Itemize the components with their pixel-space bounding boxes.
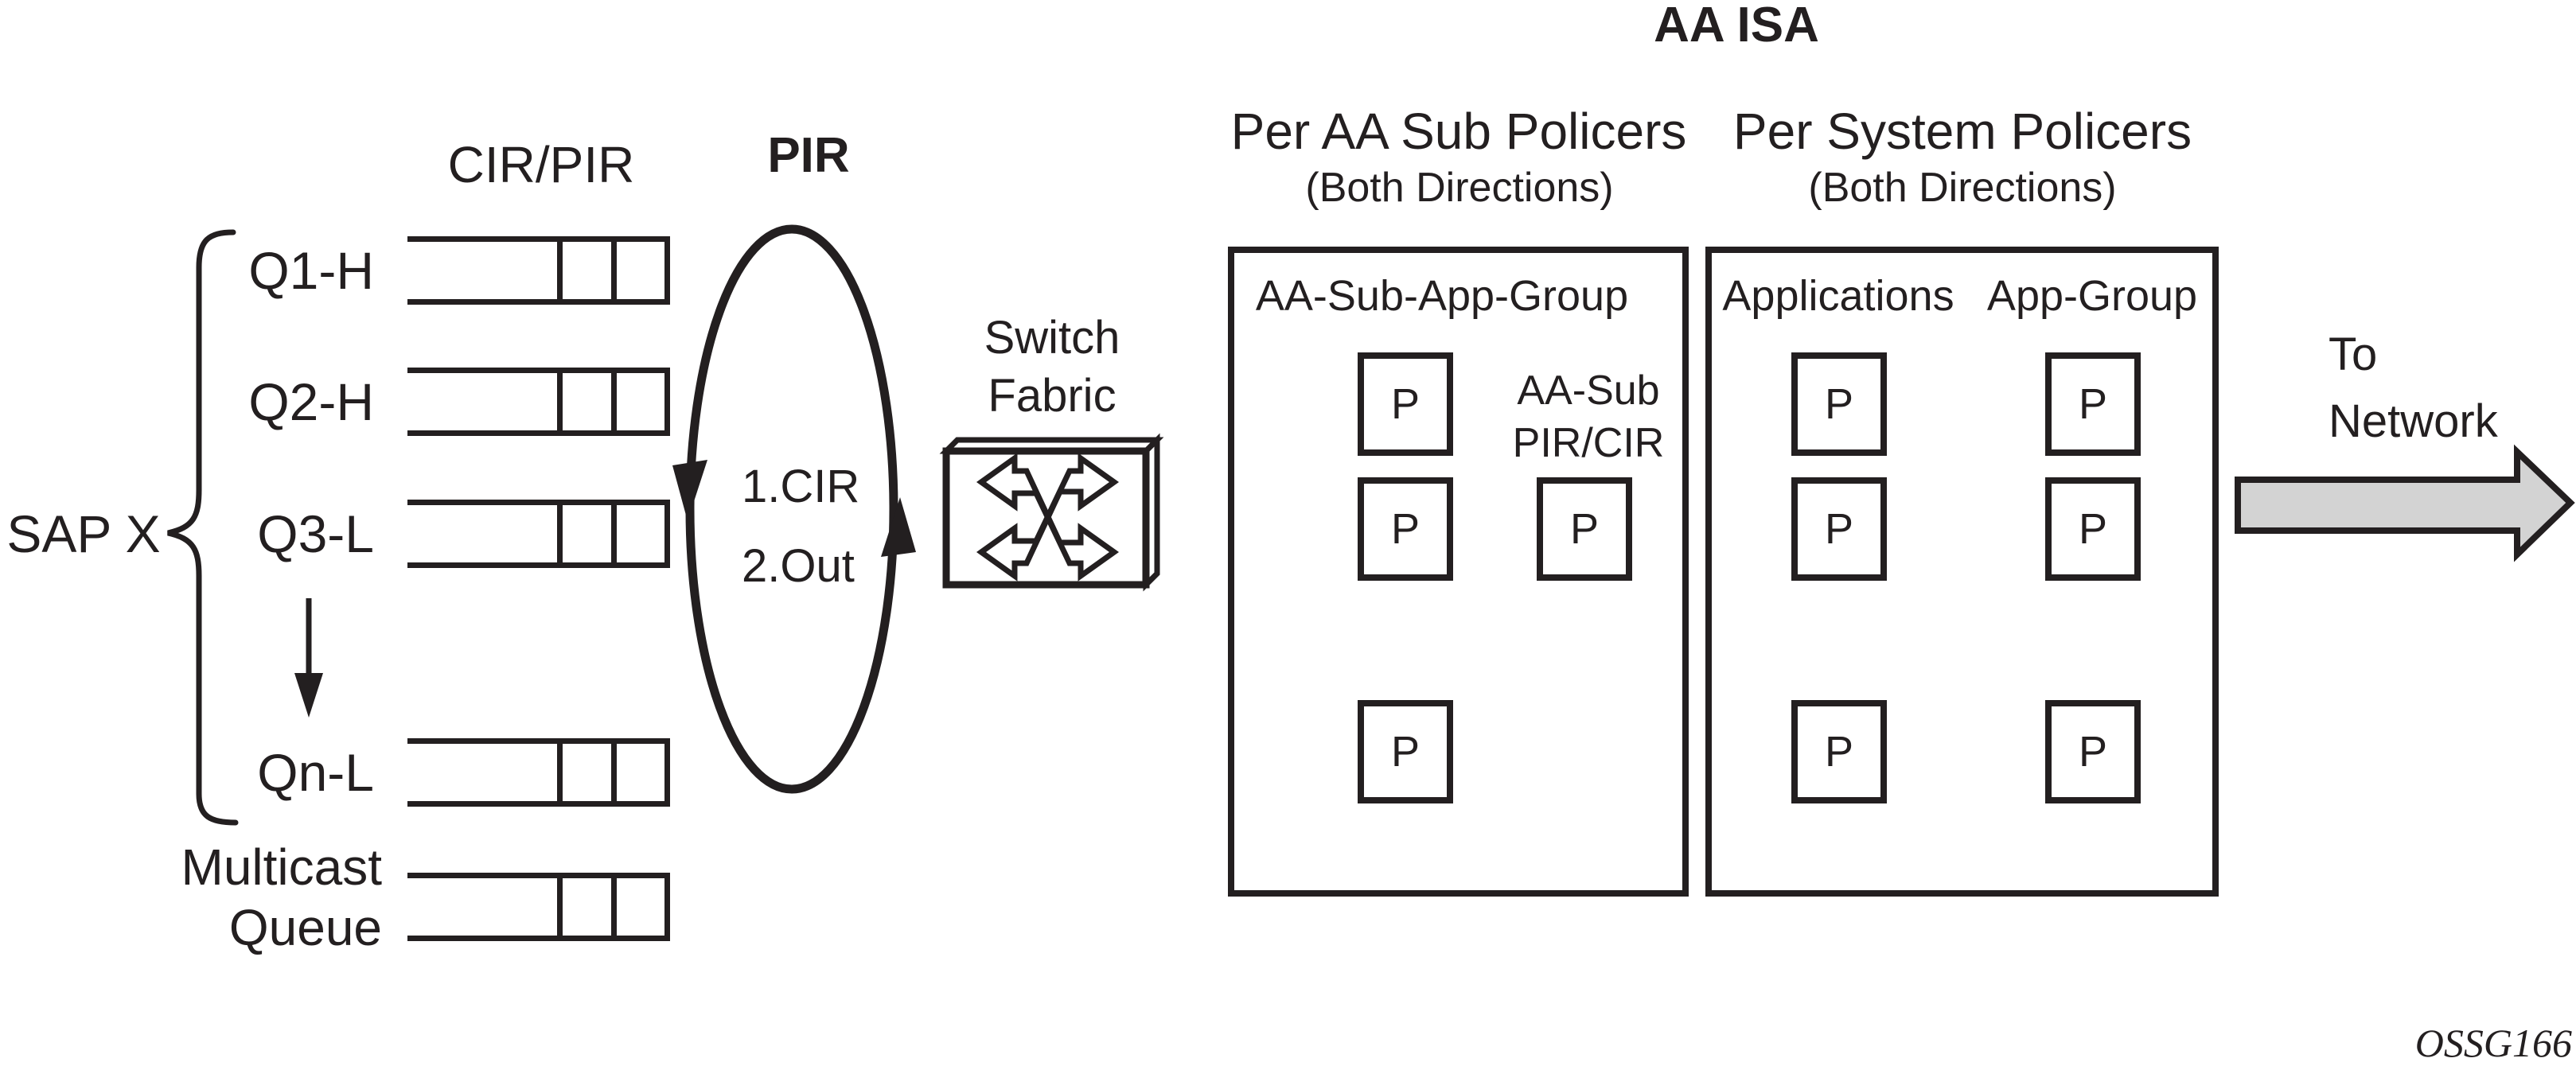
sub-policer-p-1: P <box>1358 352 1453 456</box>
queue-label-q3: Q3-L <box>257 504 374 563</box>
applications-column-label: Applications <box>1722 272 1954 320</box>
queue-cell-divider <box>557 505 563 562</box>
aa-sub-label-line1: AA-Sub <box>1517 368 1660 414</box>
sub-policer-p-aggregate: P <box>1358 700 1453 803</box>
scheduler-step-1: 1.CIR <box>742 461 860 512</box>
aa-sub-app-group-label: AA-Sub-App-Group <box>1255 272 1629 320</box>
aa-sub-label-line2: PIR/CIR <box>1512 420 1665 466</box>
system-policers-heading: Per System Policers <box>1732 103 2192 160</box>
figure-id: OSSG166 <box>2414 1021 2572 1065</box>
app-group-policer-p-2: P <box>2045 477 2141 581</box>
diagram-title: AA ISA <box>1654 0 1819 53</box>
app-group-policer-p-1: P <box>2045 352 2141 456</box>
policer-p-label: P <box>2078 380 2108 428</box>
queue-cell-divider <box>557 744 563 801</box>
queue-rect-multicast <box>407 873 670 941</box>
queue-label-q1: Q1-H <box>248 241 374 300</box>
policer-p-label: P <box>1824 505 1854 553</box>
policer-p-label: P <box>1569 505 1600 553</box>
sap-brace <box>167 229 239 826</box>
applications-policer-p-1: P <box>1791 352 1887 456</box>
sub-policer-p-2: P <box>1358 477 1453 581</box>
queue-cell-divider <box>611 373 617 430</box>
applications-policer-p-aggregate: P <box>1791 700 1887 803</box>
pir-loop-down-arrowhead <box>672 460 707 521</box>
pir-loop-up-arrowhead <box>881 497 916 557</box>
switch-fabric-label-line1: Switch <box>984 312 1120 364</box>
queue-label-q2: Q2-H <box>248 372 374 431</box>
app-group-policer-p-aggregate: P <box>2045 700 2141 803</box>
sub-policers-heading: Per AA Sub Policers <box>1230 103 1687 160</box>
queue-cell-divider <box>611 878 617 936</box>
queue-cell-divider <box>557 878 563 936</box>
switch-fabric-icon <box>939 433 1164 592</box>
to-network-label-line1: To <box>2329 329 2378 380</box>
aa-sub-pir-cir-policer-p: P <box>1537 477 1632 581</box>
policer-p-label: P <box>2078 505 2108 553</box>
pir-label: PIR <box>767 128 850 183</box>
pir-loop-icon <box>672 224 916 794</box>
app-group-column-label: App-Group <box>1986 272 2198 320</box>
to-network-arrow-icon <box>2235 444 2575 562</box>
aa-sub-pir-cir-label: AA-Sub PIR/CIR <box>1469 364 1708 469</box>
policer-p-label: P <box>1390 380 1421 428</box>
policer-p-label: P <box>1390 505 1421 553</box>
queue-cell-divider <box>611 242 617 299</box>
to-network-label: To Network <box>2329 321 2498 455</box>
queue-ellipsis-arrow-icon <box>294 598 323 718</box>
queue-cell-divider <box>611 744 617 801</box>
policer-p-label: P <box>1824 380 1854 428</box>
queue-cell-divider <box>557 242 563 299</box>
system-policers-subheading: (Both Directions) <box>1808 165 2117 211</box>
sap-label: SAP X <box>6 504 161 563</box>
scheduler-step-2: 2.Out <box>742 540 855 592</box>
queue-label-qn: Qn-L <box>257 743 374 802</box>
queue-cell-divider <box>557 373 563 430</box>
to-network-label-line2: Network <box>2329 395 2498 447</box>
cir-pir-label: CIR/PIR <box>447 136 635 193</box>
queue-rect-q3 <box>407 500 670 568</box>
queue-rect-qn <box>407 738 670 807</box>
multicast-label-line2: Queue <box>228 899 382 956</box>
multicast-queue-label: Multicast Queue <box>119 837 383 958</box>
policer-p-label: P <box>1390 728 1421 776</box>
switch-fabric-label-line2: Fabric <box>988 370 1117 422</box>
system-policers-box <box>1705 247 2219 897</box>
queue-rect-q1 <box>407 236 670 305</box>
sub-policers-subheading: (Both Directions) <box>1305 165 1614 211</box>
queue-cell-divider <box>611 505 617 562</box>
policer-p-label: P <box>1824 728 1854 776</box>
policer-p-label: P <box>2078 728 2108 776</box>
applications-policer-p-2: P <box>1791 477 1887 581</box>
switch-fabric-label: Switch Fabric <box>893 309 1211 425</box>
multicast-label-line1: Multicast <box>181 838 383 896</box>
queue-rect-q2 <box>407 368 670 436</box>
